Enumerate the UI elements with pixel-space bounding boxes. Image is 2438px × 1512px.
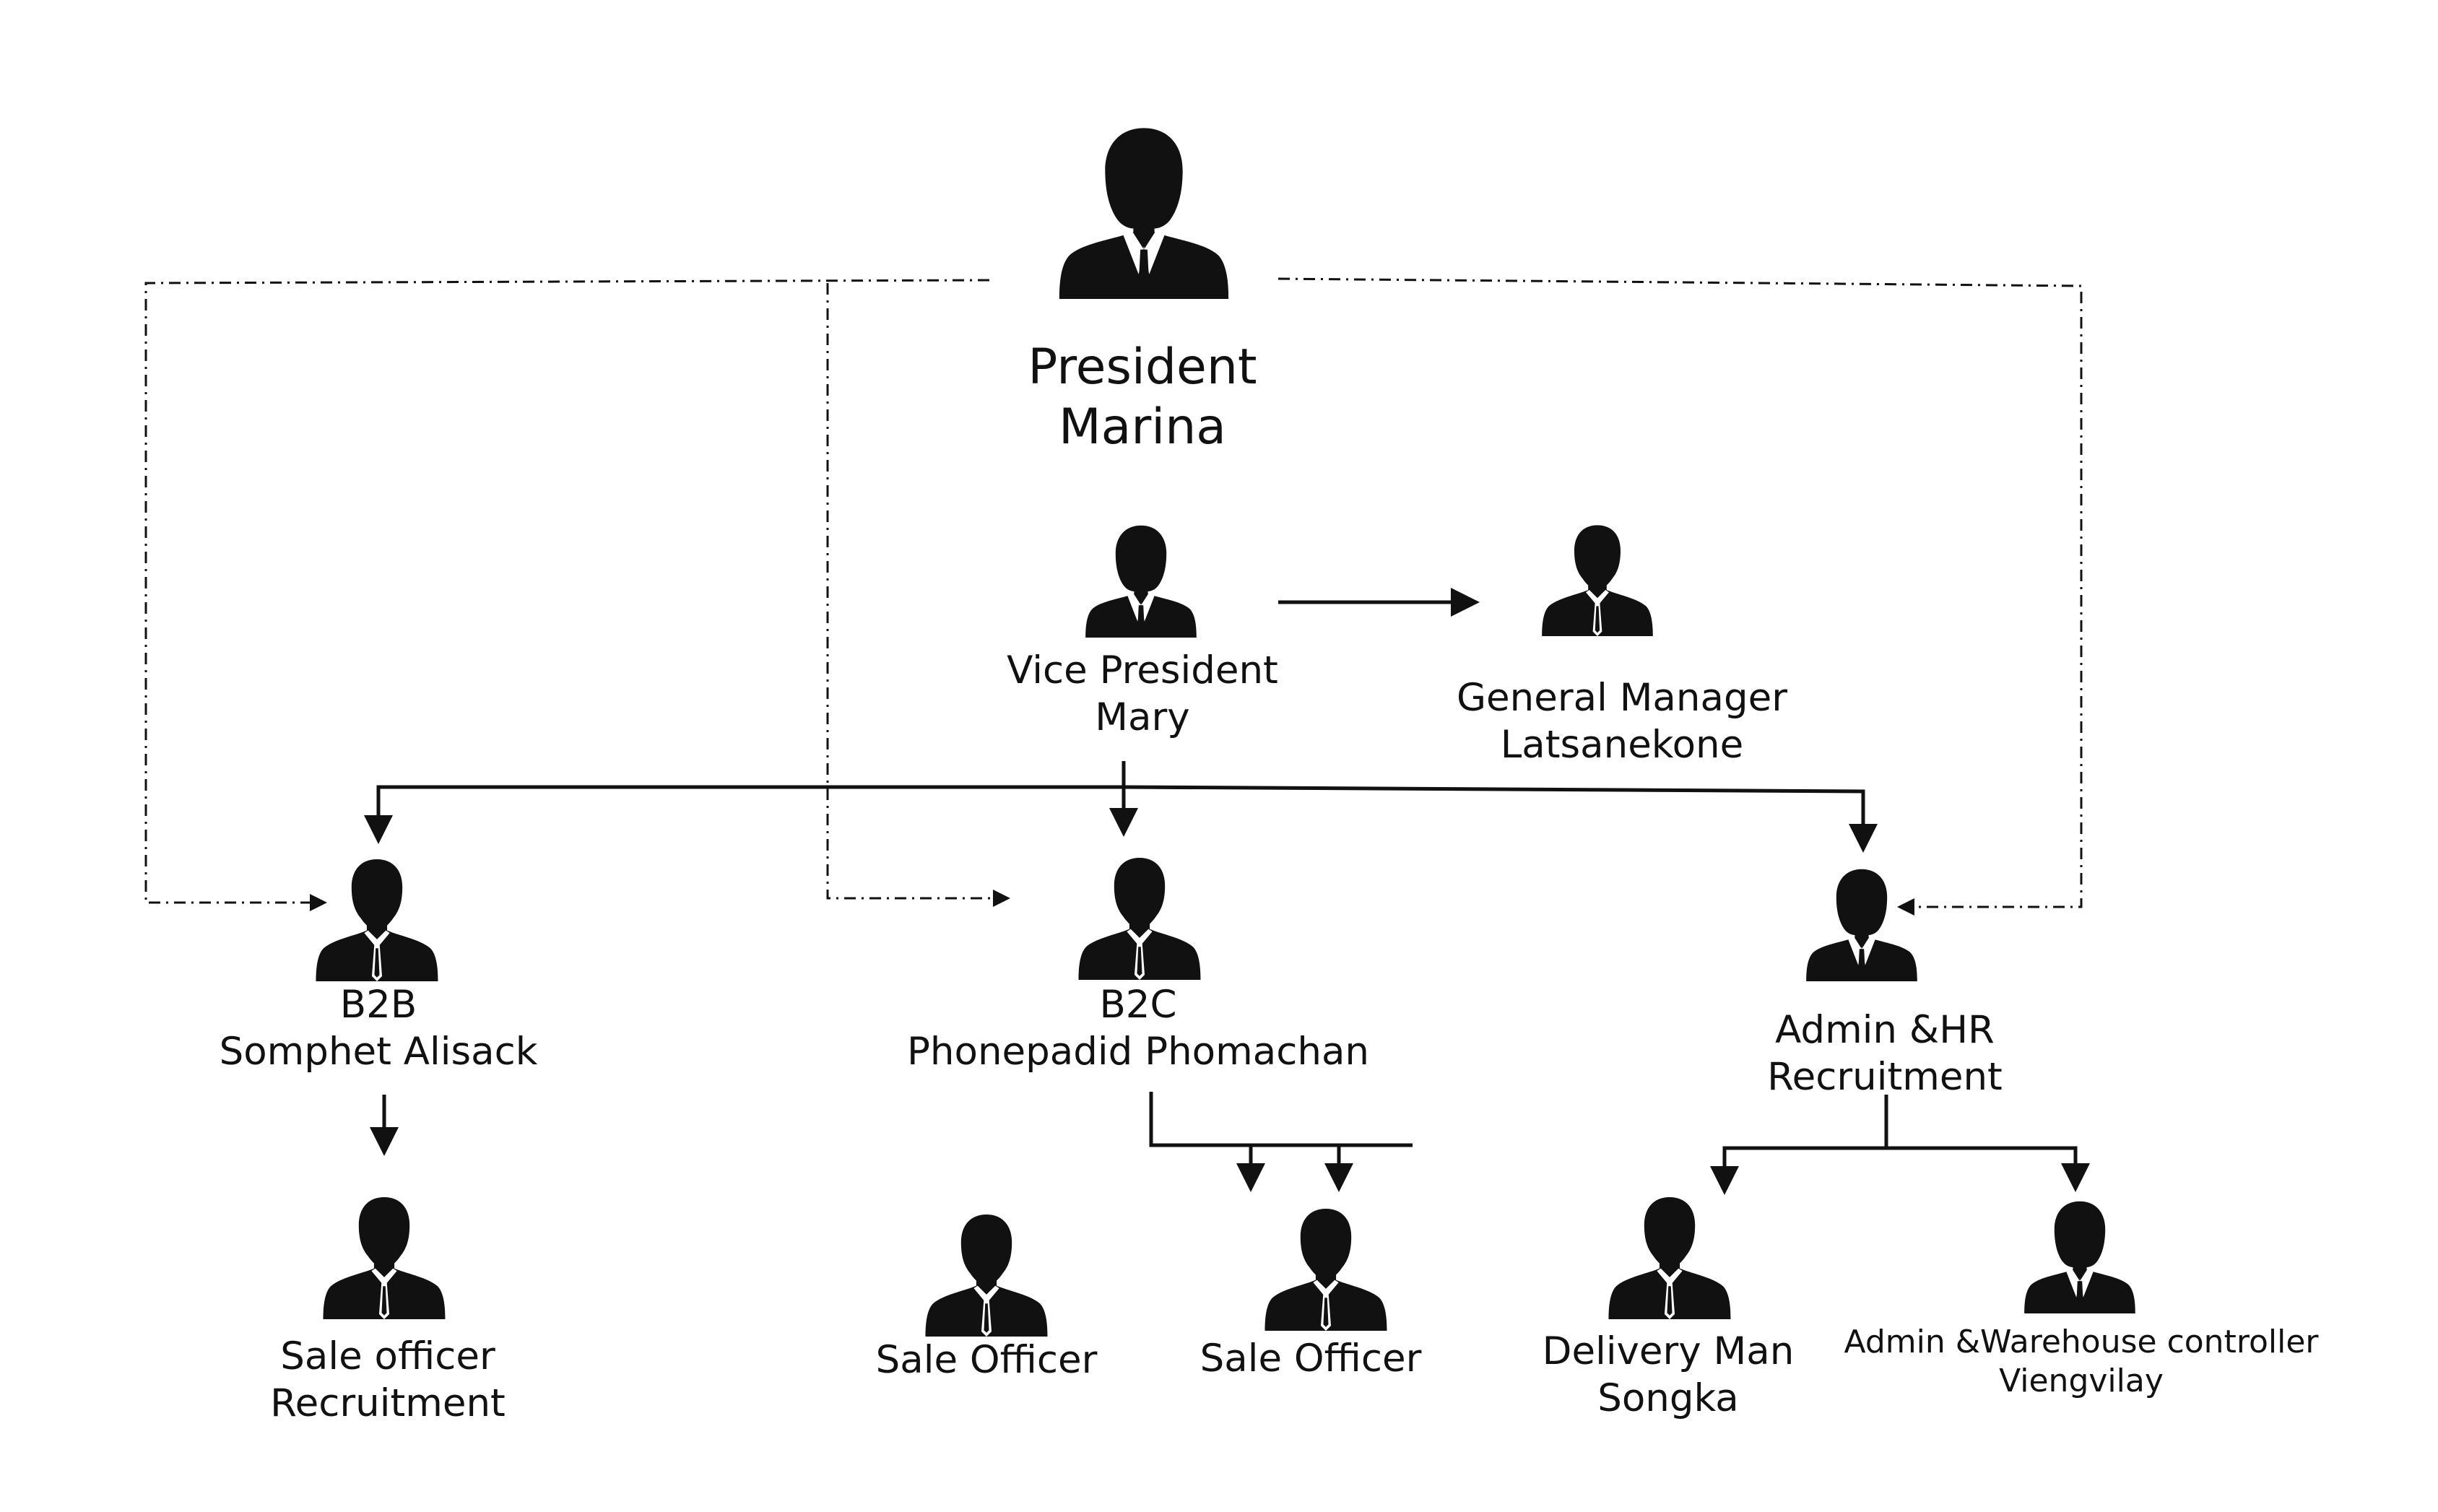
b2c-businessman-silhouette-icon xyxy=(1078,858,1201,980)
b2b-sale-officer-businessman-silhouette-icon xyxy=(323,1197,446,1319)
connector-president-to-b2c xyxy=(826,283,1010,907)
b2c-sale-officer-2-title: Sale Officer xyxy=(1200,1337,1422,1381)
b2c-sale-officer-2-businessman-silhouette-icon xyxy=(1264,1209,1387,1331)
admin-hr-subtitle: Recruitment xyxy=(1767,1054,2003,1099)
president-businesswoman-silhouette-icon xyxy=(1059,128,1229,299)
b2c-sale-officer-1-label: Sale Officer xyxy=(876,1337,1098,1384)
vice-president-label: Vice President Mary xyxy=(1007,648,1278,741)
connector-president-to-admin-hr xyxy=(1277,277,2083,916)
vice-president-name: Mary xyxy=(1095,695,1190,739)
connector-president-to-b2b xyxy=(144,279,990,911)
delivery-man-businessman-silhouette-icon xyxy=(1608,1197,1731,1319)
b2b-title: B2B xyxy=(339,983,417,1027)
b2b-label: B2B Somphet Alisack xyxy=(220,982,538,1075)
b2c-sale-officer-1-businessman-silhouette-icon xyxy=(925,1215,1048,1337)
connector-vice-president-to-admin-hr xyxy=(1123,785,1878,853)
b2b-sale-officer-subtitle: Recruitment xyxy=(270,1381,506,1425)
connector-admin-hr-to-delivery-man xyxy=(1710,1095,1888,1195)
b2c-sale-officer-1-title: Sale Officer xyxy=(875,1338,1098,1382)
b2b-sale-officer-label: Sale officer Recruitment xyxy=(270,1334,506,1427)
delivery-man-label: Delivery Man Songka xyxy=(1543,1329,1795,1422)
general-manager-title: General Manager xyxy=(1456,676,1788,720)
admin-warehouse-businesswoman-silhouette-icon xyxy=(2024,1201,2135,1313)
admin-warehouse-label: Admin &Warehouse controller Viengvilay xyxy=(1844,1323,2319,1400)
b2b-name: Somphet Alisack xyxy=(219,1029,538,1074)
admin-warehouse-name: Viengvilay xyxy=(1999,1362,2164,1399)
general-manager-businessman-silhouette-icon xyxy=(1542,525,1653,636)
b2c-title: B2C xyxy=(1099,983,1177,1027)
president-title: President xyxy=(1028,339,1257,396)
president-label: President Marina xyxy=(1028,338,1257,458)
admin-hr-businesswoman-silhouette-icon xyxy=(1806,869,1917,981)
b2b-businessman-silhouette-icon xyxy=(316,859,438,981)
admin-hr-title: Admin &HR xyxy=(1775,1008,1995,1052)
vice-president-businesswoman-silhouette-icon xyxy=(1085,525,1197,638)
general-manager-name: Latsanekone xyxy=(1500,722,1744,767)
admin-hr-label: Admin &HR Recruitment xyxy=(1767,1007,2003,1100)
b2b-sale-officer-title: Sale officer xyxy=(280,1334,495,1378)
admin-warehouse-title: Admin &Warehouse controller xyxy=(1844,1324,2319,1360)
b2c-sale-officer-2-label: Sale Officer xyxy=(1200,1336,1422,1383)
general-manager-label: General Manager Latsanekone xyxy=(1457,675,1787,768)
president-name: Marina xyxy=(1059,398,1226,456)
connector-admin-hr-to-admin-warehouse xyxy=(1886,1146,2090,1192)
b2c-name: Phonepadid Phomachan xyxy=(906,1029,1370,1074)
vice-president-title: Vice President xyxy=(1007,648,1278,692)
connector-b2c-to-b2c-sale-officer-1 xyxy=(1149,1092,1265,1192)
delivery-man-name: Songka xyxy=(1597,1376,1739,1420)
b2c-label: B2C Phonepadid Phomachan xyxy=(907,982,1369,1075)
connector-vice-president-to-b2b xyxy=(364,785,1124,844)
delivery-man-title: Delivery Man xyxy=(1542,1329,1795,1373)
